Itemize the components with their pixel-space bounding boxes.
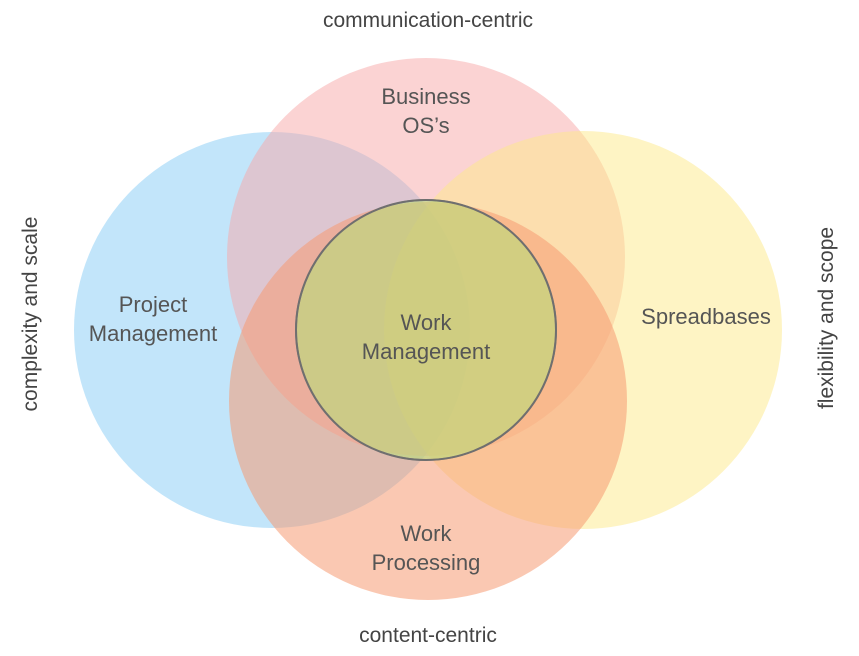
spreadbases-label: Spreadbases bbox=[641, 304, 771, 329]
circle-work-management-outline bbox=[295, 199, 557, 461]
work-processing-label-line1: Work bbox=[401, 521, 453, 546]
axis-label-right: flexibility and scope bbox=[815, 227, 838, 409]
work-processing-label-line2: Processing bbox=[372, 550, 481, 575]
work-management-label-line2: Management bbox=[362, 339, 490, 364]
business-os-label-line2: OS’s bbox=[402, 113, 449, 138]
axis-label-bottom: content-centric bbox=[359, 624, 497, 647]
work-management-label-line1: Work bbox=[401, 310, 453, 335]
axis-label-top: communication-centric bbox=[323, 9, 533, 32]
axis-label-left: complexity and scale bbox=[19, 217, 42, 412]
project-management-label-line2: Management bbox=[89, 321, 217, 346]
business-os-label-line1: Business bbox=[381, 84, 470, 109]
project-management-label-line1: Project bbox=[119, 292, 187, 317]
